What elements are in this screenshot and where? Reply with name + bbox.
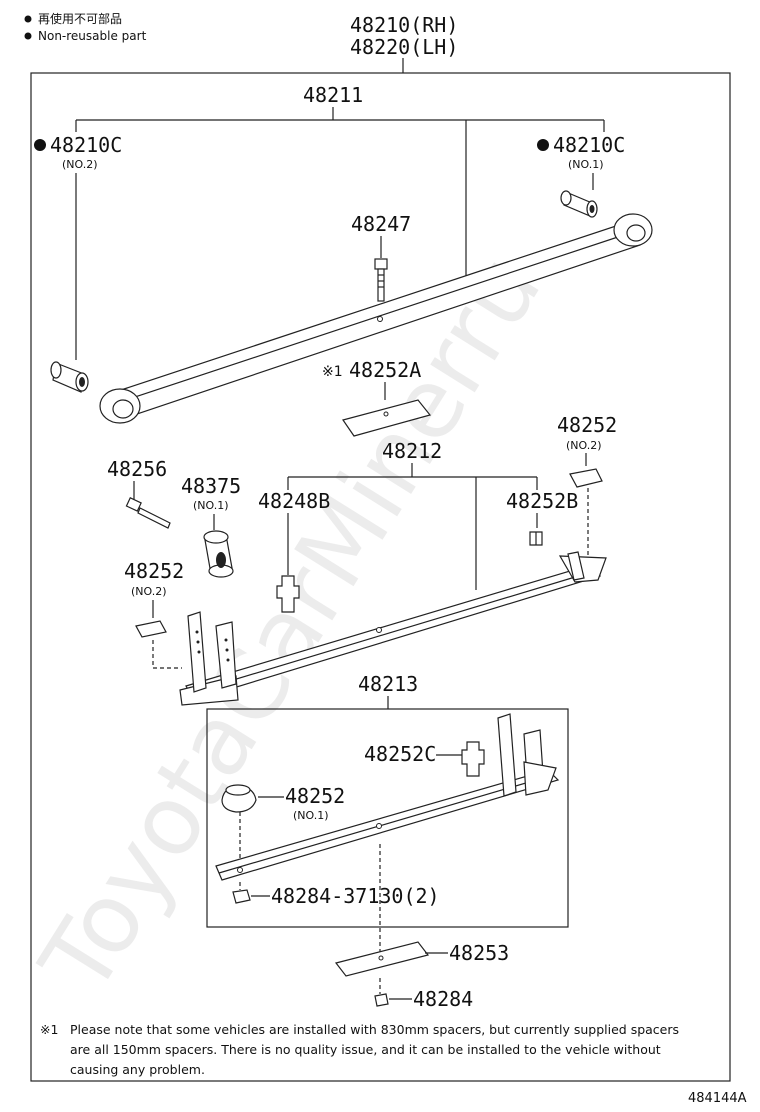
part-48375[interactable]: 48375 <box>181 474 241 498</box>
spacer-48252-no2-left[interactable] <box>135 620 167 638</box>
non-reusable-bullet-icon <box>537 139 549 151</box>
figure-id: 484144A <box>688 1091 747 1106</box>
part-48212[interactable]: 48212 <box>382 439 442 463</box>
non-reusable-bullet-icon <box>24 32 32 40</box>
bushing-48210c-no1[interactable] <box>560 190 598 218</box>
part-48213[interactable]: 48213 <box>358 672 418 696</box>
bushing-48210c-no2[interactable] <box>50 361 89 393</box>
part-48284[interactable]: 48284 <box>413 987 473 1011</box>
center-bolt-48247[interactable] <box>374 258 388 302</box>
part-48210c-no2-sub: (NO.2) <box>62 158 98 171</box>
main-leaf-48211[interactable] <box>99 213 653 424</box>
part-48211[interactable]: 48211 <box>303 83 363 107</box>
part-48253[interactable]: 48253 <box>449 941 509 965</box>
part-48252-no2-left[interactable]: 48252 <box>124 559 184 583</box>
spacer-48252-no2-right[interactable] <box>569 468 603 488</box>
assembly-number-rh[interactable]: 48210(RH) <box>350 13 458 37</box>
non-reusable-bullet-icon <box>34 139 46 151</box>
part-48252-no2-left-sub: (NO.2) <box>131 585 167 598</box>
note-line-2: are all 150mm spacers. There is no quali… <box>70 1042 661 1057</box>
note-mark: ※1 <box>40 1022 58 1037</box>
sub-assembly-frame-48213 <box>206 708 569 928</box>
nut-48284[interactable] <box>374 993 389 1007</box>
clip-48252c[interactable] <box>461 741 485 777</box>
part-48252-no1[interactable]: 48252 <box>285 784 345 808</box>
part-48284-37130[interactable]: 48284-37130(2) <box>271 884 440 908</box>
spacer-48252a[interactable] <box>342 399 432 437</box>
part-48252a[interactable]: 48252A <box>349 358 421 382</box>
part-48210c-no1[interactable]: 48210C <box>553 133 625 157</box>
note-line-3: causing any problem. <box>70 1062 205 1077</box>
note-line-1: Please note that some vehicles are insta… <box>70 1022 679 1037</box>
part-48210c-no1-sub: (NO.1) <box>568 158 604 171</box>
part-48252-no2-right[interactable]: 48252 <box>557 413 617 437</box>
third-leaf-48213[interactable] <box>215 713 560 881</box>
pad-48253[interactable] <box>334 941 430 977</box>
assembly-number-lh[interactable]: 48220(LH) <box>350 35 458 59</box>
part-48252-no1-sub: (NO.1) <box>293 809 329 822</box>
note-mark-48252a: ※1 <box>322 364 343 380</box>
part-48252b[interactable]: 48252B <box>506 489 578 513</box>
part-48375-sub: (NO.1) <box>193 499 229 512</box>
part-48256[interactable]: 48256 <box>107 457 167 481</box>
part-48252c[interactable]: 48252C <box>364 742 436 766</box>
bushing-48375[interactable] <box>203 530 234 578</box>
clip-48252b[interactable] <box>529 531 543 546</box>
part-48247[interactable]: 48247 <box>351 212 411 236</box>
bumper-48252-no1[interactable] <box>221 784 257 813</box>
part-48252-no2-right-sub: (NO.2) <box>566 439 602 452</box>
second-leaf-48212[interactable] <box>179 551 607 706</box>
part-48248b[interactable]: 48248B <box>258 489 330 513</box>
assembly-frame <box>30 72 731 1082</box>
nut-48284-37130[interactable] <box>232 889 251 904</box>
non-reusable-bullet-icon <box>24 15 32 23</box>
part-48210c-no2[interactable]: 48210C <box>50 133 122 157</box>
clip-48248b[interactable] <box>276 575 300 613</box>
legend-en: Non-reusable part <box>38 29 147 43</box>
legend-jp: 再使用不可部品 <box>38 11 122 26</box>
bolt-48256[interactable] <box>125 497 171 529</box>
